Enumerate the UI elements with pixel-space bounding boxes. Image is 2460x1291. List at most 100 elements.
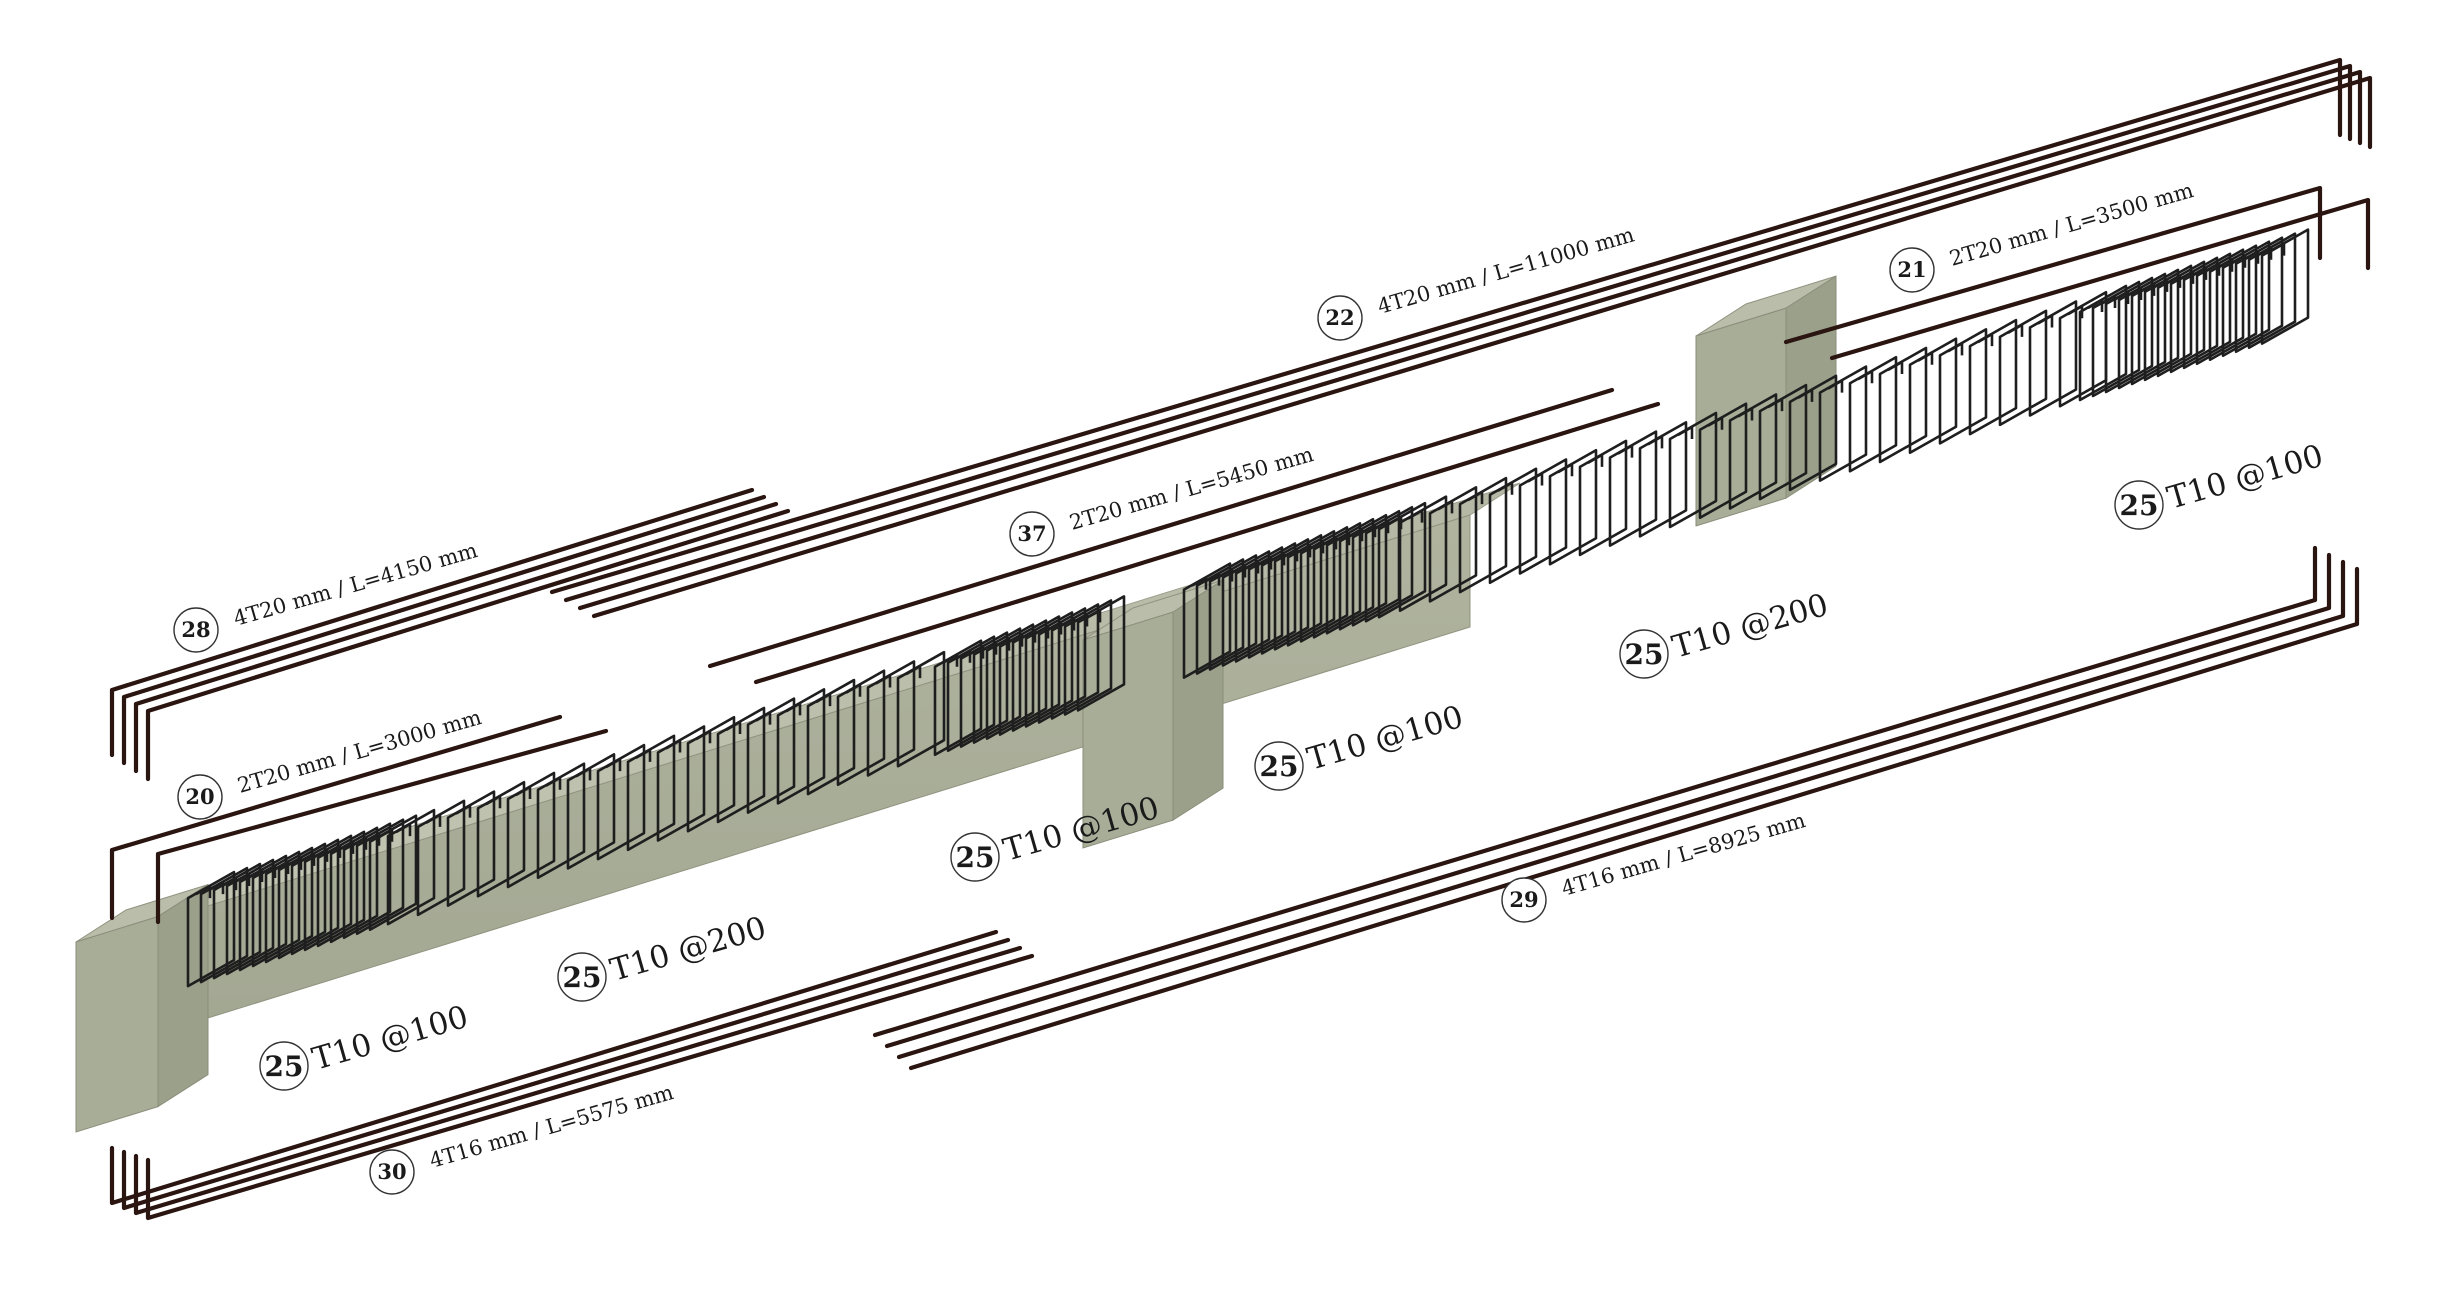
rebar-bar bbox=[121, 937, 1011, 1211]
stirrup-hook bbox=[1647, 435, 1664, 449]
stirrup bbox=[2208, 244, 2258, 362]
stirrup bbox=[1758, 383, 1808, 501]
stirrup bbox=[1698, 402, 1748, 520]
stirrup bbox=[446, 790, 496, 907]
stirrup bbox=[1488, 467, 1538, 585]
stirrup-hook bbox=[955, 649, 972, 663]
rebar-bar bbox=[753, 401, 1661, 685]
stirrup bbox=[1668, 411, 1718, 529]
stirrup-hook bbox=[994, 637, 1011, 651]
svg-text:25: 25 bbox=[1260, 750, 1299, 783]
stirrup bbox=[316, 830, 366, 948]
stirrup-hook bbox=[1033, 625, 1050, 639]
bar-22 bbox=[549, 57, 2373, 619]
rebar-bar bbox=[133, 501, 779, 774]
svg-text:37: 37 bbox=[1017, 521, 1046, 546]
stirrup-label-left-near-column: 25 T10 @100 bbox=[950, 790, 1163, 882]
stirrup bbox=[386, 808, 436, 926]
rebar-bar bbox=[133, 945, 1023, 1216]
stirrup bbox=[1578, 439, 1628, 557]
svg-text:25: 25 bbox=[1625, 638, 1664, 671]
stirrup-hook bbox=[364, 832, 381, 846]
stirrup-hook bbox=[785, 702, 802, 716]
stirrup bbox=[2260, 228, 2310, 345]
stirrup-hook bbox=[605, 757, 622, 772]
stirrup bbox=[212, 862, 262, 980]
stirrup-hook bbox=[1085, 609, 1102, 623]
stirrup-hook bbox=[1707, 416, 1724, 430]
stirrup bbox=[2195, 248, 2245, 366]
stirrup bbox=[1788, 374, 1838, 492]
bar-label-37: 37 2T20 mm / L=5450 mm bbox=[1009, 442, 1316, 557]
stirrup-cages bbox=[186, 228, 2310, 988]
stirrup-hook bbox=[221, 876, 238, 891]
stirrup bbox=[2078, 284, 2128, 402]
stirrup-hook bbox=[545, 776, 562, 790]
rebar-bar bbox=[563, 63, 2353, 603]
svg-text:28: 28 bbox=[181, 617, 210, 642]
stirrup bbox=[1221, 550, 1271, 667]
bar-label-20: 20 2T20 mm / L=3000 mm bbox=[177, 705, 484, 820]
svg-text:25: 25 bbox=[956, 841, 995, 874]
stirrup bbox=[1299, 526, 1349, 643]
stirrup-hook bbox=[1269, 552, 1286, 566]
stirrup bbox=[746, 697, 796, 814]
stirrup bbox=[1273, 534, 1323, 651]
concrete-beam-and-columns bbox=[75, 275, 1837, 1133]
stirrup bbox=[329, 826, 379, 944]
svg-text:T10 @200: T10 @200 bbox=[1668, 587, 1832, 666]
stirrup-hook bbox=[981, 641, 998, 655]
stirrup-hook bbox=[2037, 314, 2054, 328]
stirrup-hook bbox=[195, 884, 212, 899]
stirrup bbox=[2130, 268, 2180, 386]
stirrup bbox=[2247, 232, 2297, 349]
stirrup bbox=[2091, 280, 2141, 398]
stirrup bbox=[1050, 603, 1100, 720]
stirrup-hook bbox=[1557, 462, 1574, 477]
stirrup bbox=[1428, 486, 1478, 603]
stirrup-hook bbox=[2139, 282, 2156, 296]
stirrup-hook bbox=[635, 748, 652, 762]
stirrup-hook bbox=[845, 683, 862, 697]
stirrup-hook bbox=[247, 868, 264, 883]
stirrup-hook bbox=[815, 692, 832, 707]
stirrup bbox=[596, 743, 646, 861]
stirrup-hook bbox=[1467, 490, 1484, 505]
stirrup-hook bbox=[1827, 379, 1844, 393]
stirrup-hook bbox=[1587, 453, 1604, 467]
stirrup-hook bbox=[2217, 258, 2234, 272]
svg-text:T10 @100: T10 @100 bbox=[2163, 438, 2327, 517]
svg-text:20: 20 bbox=[185, 784, 214, 809]
stirrup bbox=[1908, 337, 1958, 455]
svg-text:T10 @100: T10 @100 bbox=[308, 999, 472, 1078]
svg-text:4T16 mm / L=8925 mm: 4T16 mm / L=8925 mm bbox=[1559, 808, 1808, 901]
stirrup-hook bbox=[942, 653, 959, 667]
stirrup-label-left-mid: 25 T10 @200 bbox=[557, 910, 770, 1002]
rebar-bar bbox=[109, 929, 999, 1206]
rebar-bar bbox=[109, 714, 563, 921]
stirrup-hook bbox=[905, 664, 922, 679]
stirrup-hook bbox=[1947, 342, 1964, 356]
stirrup-hook bbox=[260, 864, 277, 878]
svg-text:T10 @100: T10 @100 bbox=[1303, 699, 1467, 778]
rebar-bar bbox=[145, 508, 791, 782]
stirrup-hook bbox=[1204, 572, 1221, 586]
svg-text:25: 25 bbox=[265, 1050, 304, 1083]
stirrup bbox=[1234, 546, 1284, 663]
stirrup-hook bbox=[2087, 298, 2104, 313]
rebar-bar bbox=[591, 75, 2373, 619]
bar-28 bbox=[109, 487, 791, 782]
stirrup-hook bbox=[325, 844, 342, 858]
stirrup-hook bbox=[1308, 540, 1325, 554]
stirrup-hook bbox=[1347, 527, 1364, 542]
stirrup-hook bbox=[1497, 481, 1514, 495]
stirrup-hook bbox=[1617, 444, 1634, 458]
stirrups-left-end-dense bbox=[186, 814, 418, 988]
stirrup bbox=[716, 706, 766, 824]
stirrup bbox=[1878, 346, 1928, 464]
stirrup bbox=[1398, 495, 1448, 612]
stirrup-hook bbox=[2230, 254, 2247, 268]
stirrup bbox=[1848, 355, 1898, 473]
stirrup bbox=[2117, 272, 2167, 390]
stirrup bbox=[1364, 505, 1414, 623]
